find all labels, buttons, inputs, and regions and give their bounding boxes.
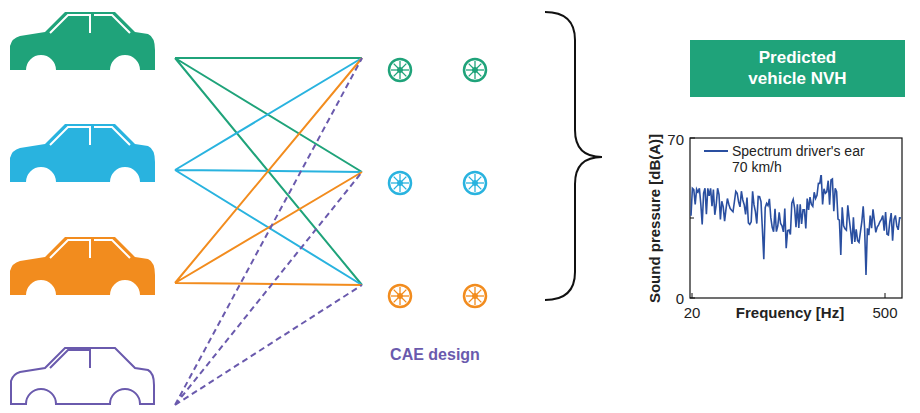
result-box: Predicted vehicle NVH: [690, 40, 905, 97]
wheel-icon: [389, 59, 411, 81]
tick-label: 500: [872, 304, 897, 321]
wheel-icon: [464, 172, 486, 194]
tick-label: 70: [667, 131, 684, 148]
axis-ticks: [690, 138, 885, 298]
wheel-icon: [389, 285, 411, 307]
curly-bracket: [545, 12, 602, 300]
wheel-icon: [464, 285, 486, 307]
plot-frame: [690, 138, 902, 298]
connection-lines: [175, 58, 362, 405]
legend-line-sample: [702, 143, 730, 159]
legend-item: Spectrum driver's ear 70 km/h: [702, 143, 884, 175]
axis-title: Sound pressure [dB(A)]: [646, 133, 663, 302]
wheel-icons: [389, 59, 486, 307]
car-bodies: [10, 12, 155, 404]
wheel-icon: [389, 172, 411, 194]
cae-label: CAE design: [390, 346, 480, 364]
axis-title: Frequency [Hz]: [736, 304, 844, 321]
tick-label: 0: [676, 290, 684, 307]
tick-label: 20: [684, 304, 701, 321]
car-purple-outline: [11, 348, 154, 404]
box-title: Predicted vehicle NVH: [738, 48, 858, 89]
car-green: [10, 12, 155, 70]
legend-text: Spectrum driver's ear 70 km/h: [730, 143, 884, 175]
car-cyan: [10, 124, 155, 182]
spectrum-line: [691, 174, 901, 275]
wheel-icon: [464, 59, 486, 81]
car-orange: [10, 237, 155, 295]
